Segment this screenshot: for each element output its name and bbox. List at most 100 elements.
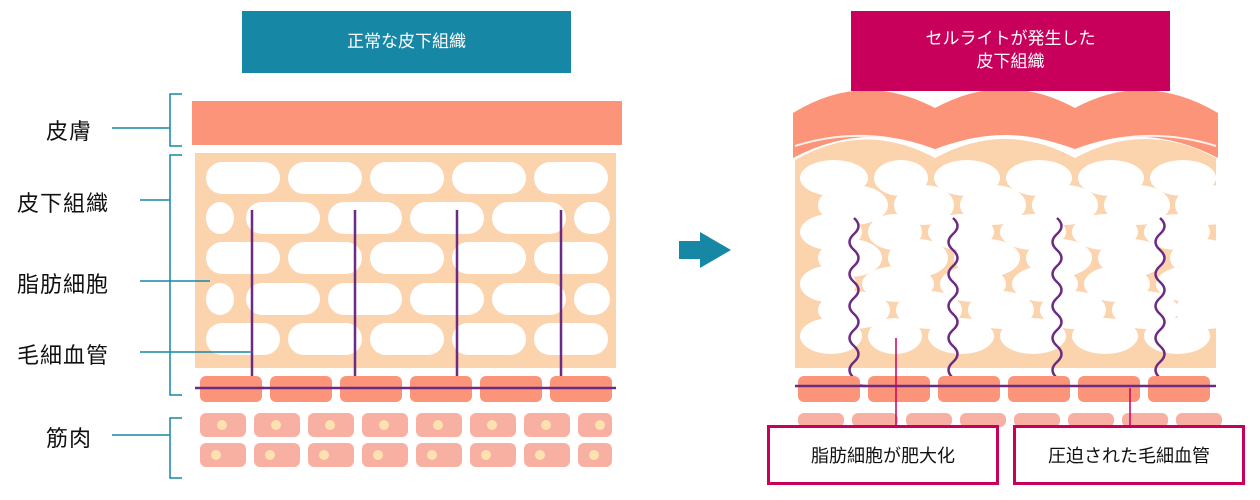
fat-cell [574, 283, 610, 315]
muscle-cell [524, 443, 570, 467]
wavy-capillary [841, 217, 860, 388]
cellulite-title-line1: セルライトが発生した [925, 29, 1096, 49]
cellulite-skin-layer [793, 89, 1218, 158]
callout-compressed-capillaries: 圧迫された毛細血管 [1013, 425, 1245, 485]
fat-cell [206, 202, 234, 234]
muscle-nucleus [271, 420, 281, 430]
fat-cell [452, 242, 526, 274]
enlarged-fat-cell [896, 291, 962, 329]
label-brackets [112, 93, 252, 479]
muscle-block [798, 376, 860, 402]
fat-cell [492, 283, 566, 315]
normal-tissue-title: 正常な皮下組織 [242, 11, 571, 73]
fat-cell [370, 323, 444, 355]
muscle-nucleus [595, 420, 605, 430]
fat-cell [452, 323, 526, 355]
wavy-capillary [1147, 217, 1166, 388]
normal-tissue [192, 101, 622, 467]
enlarged-fat-cell [960, 185, 1026, 225]
muscle-cell [852, 413, 898, 427]
enlarged-fat-cell [894, 185, 954, 225]
wavy-capillary [940, 217, 959, 388]
fat-cell [534, 242, 608, 274]
normal-fat-cells [206, 162, 610, 355]
fat-cell [288, 162, 362, 194]
cellulite-tissue [793, 89, 1241, 427]
muscle-nucleus [487, 420, 497, 430]
enlarged-fat-cell [1032, 185, 1098, 225]
fat-cell [328, 202, 402, 234]
wavy-capillary [1044, 217, 1063, 388]
fat-cell [246, 202, 320, 234]
enlarged-fat-cells [800, 160, 1241, 354]
fat-cell [452, 162, 526, 194]
muscle-cell [200, 443, 246, 467]
transition-arrow [679, 232, 731, 268]
muscle-cell [308, 443, 354, 467]
enlarged-fat-cell [1104, 185, 1170, 225]
muscle-cell [798, 413, 844, 427]
label-fat-cells: 脂肪細胞 [17, 273, 110, 298]
fat-cell [206, 323, 280, 355]
skin-bracket [169, 93, 182, 147]
muscle-cell [362, 443, 408, 467]
muscle-cell [254, 443, 300, 467]
muscle-nucleus [379, 420, 389, 430]
muscle-block [938, 376, 1000, 402]
normal-skin-layer [192, 101, 622, 145]
muscle-block [1148, 376, 1210, 402]
fat-cell [534, 162, 608, 194]
cellulite-muscle [795, 376, 1222, 427]
muscle-cell [960, 413, 1006, 427]
enlarged-fat-cell [968, 291, 1034, 329]
muscle-cell [416, 443, 462, 467]
fat-cell [410, 202, 484, 234]
cellulite-skin-edge [794, 134, 1217, 152]
normal-muscle [195, 376, 616, 467]
cellulite-tissue-title: セルライトが発生した 皮下組織 [851, 11, 1170, 91]
callout-fat-enlarged: 脂肪細胞が肥大化 [767, 425, 999, 485]
fat-cell [534, 323, 608, 355]
enlarged-fat-cell [1175, 185, 1241, 225]
enlarged-fat-cell [928, 318, 994, 354]
muscle-nucleus [217, 420, 227, 430]
enlarged-fat-cell [1072, 318, 1138, 354]
muscle-cell [1014, 413, 1060, 427]
enlarged-fat-cell [1112, 291, 1178, 329]
muscle-cell [1068, 413, 1114, 427]
fat-cell [288, 323, 362, 355]
fat-cell [370, 242, 444, 274]
enlarged-fat-cell [800, 318, 862, 354]
fat-cell [246, 283, 320, 315]
fat-cell [206, 162, 280, 194]
subcutaneous-bracket [169, 154, 182, 396]
muscle-cell [906, 413, 952, 427]
label-muscle: 筋肉 [46, 427, 93, 452]
muscle-block [1008, 376, 1070, 402]
muscle-block [1078, 376, 1140, 402]
fat-cell [288, 242, 362, 274]
fat-cell [410, 283, 484, 315]
muscle-bracket [169, 417, 182, 479]
muscle-nucleus [481, 450, 491, 460]
fat-cell [574, 202, 610, 234]
fat-cell [206, 283, 234, 315]
enlarged-fat-cell [1144, 318, 1210, 354]
fat-cell [370, 162, 444, 194]
muscle-nucleus [427, 450, 437, 460]
enlarged-fat-cell [1000, 318, 1066, 354]
fat-cell [206, 242, 280, 274]
label-capillaries: 毛細血管 [17, 344, 110, 369]
label-subcutaneous: 皮下組織 [17, 192, 110, 217]
muscle-nucleus [541, 420, 551, 430]
muscle-nucleus [433, 420, 443, 430]
muscle-cell [1122, 413, 1168, 427]
muscle-nucleus [535, 450, 545, 460]
label-skin: 皮膚 [46, 120, 93, 145]
cellulite-title-line2: 皮下組織 [976, 52, 1045, 72]
muscle-nucleus [589, 450, 599, 460]
muscle-nucleus [265, 450, 275, 460]
muscle-nucleus [373, 450, 383, 460]
